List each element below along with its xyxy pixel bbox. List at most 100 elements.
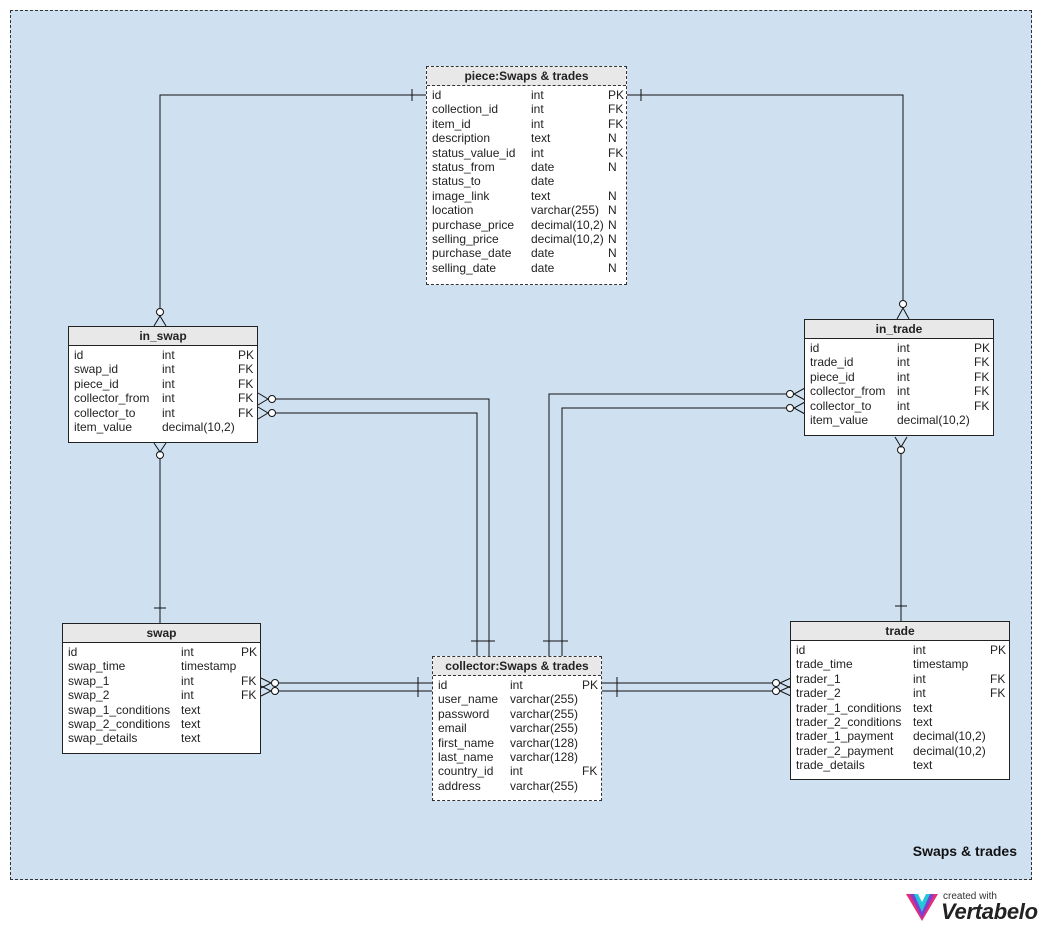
- column-name: id: [432, 88, 442, 102]
- column-name: trader_2_conditions: [796, 714, 902, 729]
- column-row[interactable]: trader_1 int FK: [791, 672, 1009, 686]
- column-type: int: [897, 341, 910, 355]
- column-type: text: [181, 731, 201, 746]
- column-name: password: [438, 706, 490, 721]
- rel-collector-in-trade-to: [561, 407, 787, 656]
- column-row[interactable]: piece_id int FK: [805, 370, 993, 384]
- column-name: swap_details: [68, 731, 138, 746]
- column-flag: FK: [974, 369, 990, 384]
- column-type: int: [162, 391, 175, 406]
- column-name: id: [438, 678, 448, 692]
- table-in-trade-title: in_trade: [805, 320, 993, 339]
- column-flag: N: [608, 131, 617, 146]
- column-row[interactable]: trader_1_conditions text: [791, 701, 1009, 715]
- column-type: date: [531, 246, 555, 261]
- column-name: swap_id: [74, 362, 119, 377]
- table-swap-title: swap: [63, 624, 260, 643]
- column-flag: N: [608, 188, 617, 203]
- column-flag: FK: [990, 671, 1006, 686]
- column-name: trader_1: [796, 671, 841, 686]
- column-type: decimal(10,2): [913, 729, 986, 744]
- column-type: int: [913, 671, 926, 686]
- column-type: timestamp: [913, 657, 969, 672]
- column-type: int: [531, 88, 544, 102]
- column-name: trader_1_conditions: [796, 700, 902, 715]
- vertabelo-logo-icon: [906, 894, 938, 921]
- column-flag: N: [608, 159, 617, 174]
- column-name: id: [796, 643, 806, 657]
- column-flag: N: [608, 231, 617, 246]
- column-type: varchar(255): [531, 203, 600, 218]
- column-type: int: [897, 398, 910, 413]
- column-name: swap_time: [68, 659, 126, 674]
- column-type: int: [897, 369, 910, 384]
- column-name: purchase_date: [432, 246, 512, 261]
- column-type: text: [913, 758, 933, 773]
- column-type: int: [913, 686, 926, 701]
- column-row[interactable]: swap_details text: [63, 731, 260, 745]
- column-name: piece_id: [810, 369, 855, 384]
- column-type: decimal(10,2): [531, 217, 604, 232]
- column-type: varchar(255): [510, 721, 579, 736]
- column-type: int: [897, 384, 910, 399]
- column-row[interactable]: id int PK: [427, 88, 626, 102]
- column-flag: PK: [608, 88, 625, 102]
- column-flag: FK: [974, 355, 990, 370]
- column-type: text: [913, 700, 933, 715]
- column-name: item_value: [810, 412, 869, 427]
- column-type: varchar(255): [510, 778, 579, 793]
- column-type: decimal(10,2): [162, 419, 235, 434]
- column-flag: PK: [238, 348, 255, 362]
